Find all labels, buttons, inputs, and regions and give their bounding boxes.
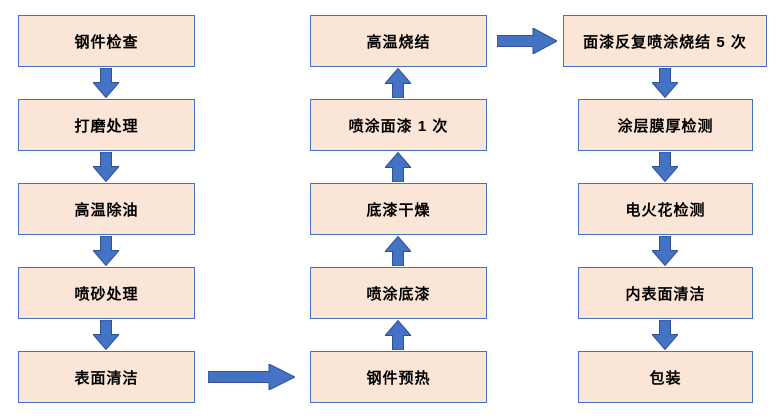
flow-box-label: 高温烧结 xyxy=(366,33,431,51)
arrow-down-icon xyxy=(91,67,121,99)
flow-box-thickness-check: 涂层膜厚检测 xyxy=(578,99,753,151)
arrow-right-icon xyxy=(496,27,559,55)
flow-box-topcoat-spray: 喷涂面漆 1 次 xyxy=(310,99,487,151)
flow-box-label: 钢件预热 xyxy=(366,369,431,387)
flow-box-sandblasting: 喷砂处理 xyxy=(18,267,195,319)
flow-box-label: 内表面清洁 xyxy=(625,285,706,303)
flow-box-label: 喷涂面漆 1 次 xyxy=(348,117,449,135)
flow-box-surface-cleaning: 表面清洁 xyxy=(18,351,195,403)
flow-box-label: 喷涂底漆 xyxy=(366,285,431,303)
flow-box-label: 表面清洁 xyxy=(74,369,139,387)
flow-box-label: 包装 xyxy=(649,369,682,387)
flow-box-label: 高温除油 xyxy=(74,201,139,219)
arrow-up-icon xyxy=(383,151,413,183)
flow-box-label: 打磨处理 xyxy=(74,117,139,135)
flow-box-label: 底漆干燥 xyxy=(366,201,431,219)
arrow-down-icon xyxy=(650,319,680,351)
flow-box-spark-test: 电火花检测 xyxy=(578,183,753,235)
flow-box-topcoat-repeat: 面漆反复喷涂烧结 5 次 xyxy=(563,15,767,67)
flow-box-label: 钢件检查 xyxy=(74,33,139,51)
flow-box-label: 电火花检测 xyxy=(625,201,706,219)
arrow-up-icon xyxy=(383,235,413,267)
arrow-down-icon xyxy=(91,319,121,351)
flow-box-steel-inspection: 钢件检查 xyxy=(18,15,195,67)
arrow-right-icon xyxy=(207,363,297,391)
arrow-down-icon xyxy=(650,235,680,267)
arrow-up-icon xyxy=(383,67,413,99)
flow-box-label: 涂层膜厚检测 xyxy=(617,117,714,135)
arrow-up-icon xyxy=(383,319,413,351)
flow-box-primer-spray: 喷涂底漆 xyxy=(310,267,487,319)
flow-box-sintering: 高温烧结 xyxy=(310,15,487,67)
flow-box-inner-cleaning: 内表面清洁 xyxy=(578,267,753,319)
flow-box-label: 喷砂处理 xyxy=(74,285,139,303)
arrow-down-icon xyxy=(650,67,680,99)
arrow-down-icon xyxy=(650,151,680,183)
flow-box-preheating: 钢件预热 xyxy=(310,351,487,403)
arrow-down-icon xyxy=(91,235,121,267)
flow-box-packaging: 包装 xyxy=(578,351,753,403)
arrow-down-icon xyxy=(91,151,121,183)
flow-box-degreasing: 高温除油 xyxy=(18,183,195,235)
flow-box-primer-drying: 底漆干燥 xyxy=(310,183,487,235)
flow-box-grinding: 打磨处理 xyxy=(18,99,195,151)
flow-box-label: 面漆反复喷涂烧结 5 次 xyxy=(583,33,747,51)
